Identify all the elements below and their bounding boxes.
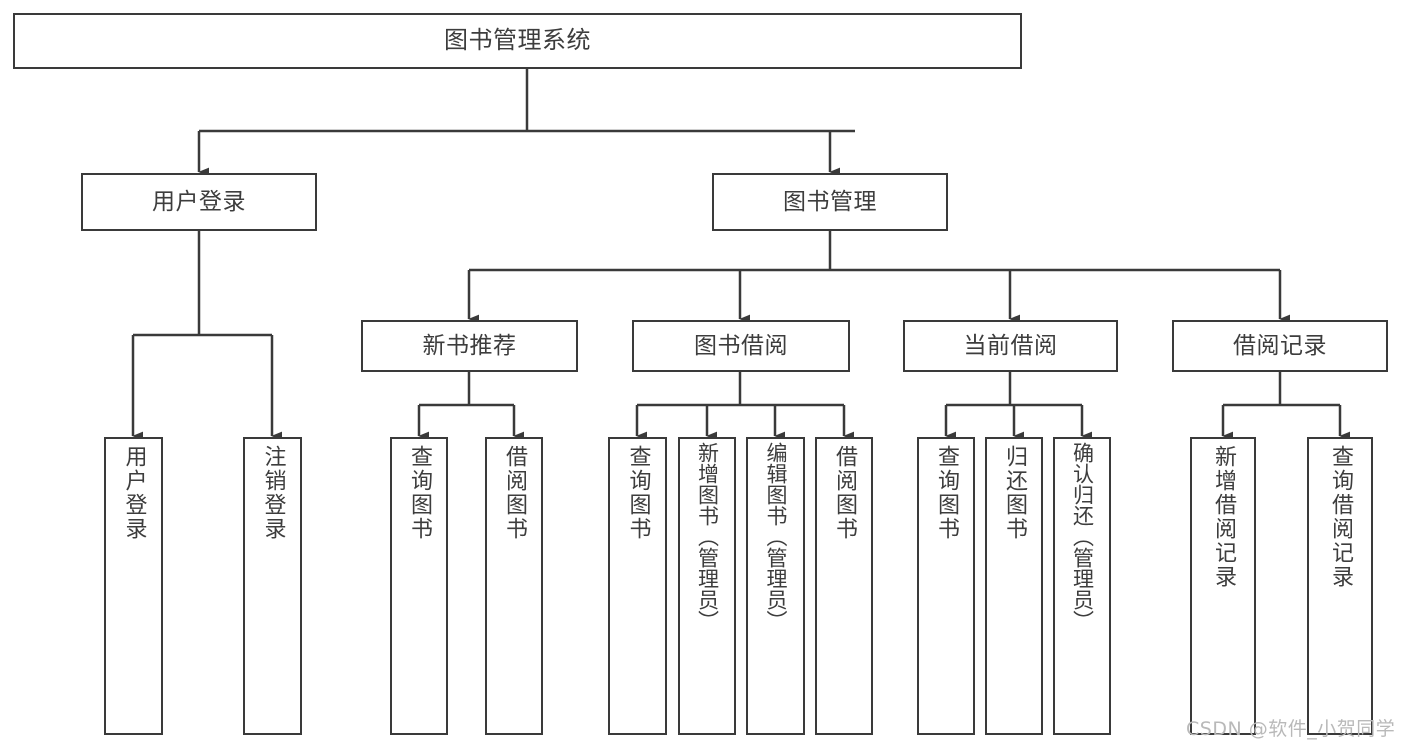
node-new-book-recommend[interactable]: 新书推荐 bbox=[361, 320, 578, 372]
node-label: 借阅图书 bbox=[502, 445, 527, 541]
node-label: 新书推荐 bbox=[422, 332, 517, 359]
node-current-borrow[interactable]: 当前借阅 bbox=[903, 320, 1118, 372]
node-label: 新增借阅记录 bbox=[1211, 445, 1236, 589]
node-book-borrow[interactable]: 图书借阅 bbox=[632, 320, 850, 372]
node-label: 借阅图书 bbox=[832, 445, 857, 541]
node-user-login[interactable]: 用户登录 bbox=[81, 173, 317, 231]
csdn-watermark: CSDN @软件_小贺同学 bbox=[1186, 718, 1396, 740]
node-label: 编辑图书（管理员） bbox=[764, 442, 788, 631]
node-book-management[interactable]: 图书管理 bbox=[712, 173, 948, 231]
node-label: 查询图书 bbox=[934, 445, 959, 541]
node-leaf-query-book-recommend[interactable]: 查询图书 bbox=[390, 437, 448, 735]
node-label: 确认归还（管理员） bbox=[1070, 442, 1095, 631]
node-label: 查询图书 bbox=[407, 445, 432, 541]
node-leaf-edit-book-admin[interactable]: 编辑图书（管理员） bbox=[746, 437, 805, 735]
node-label: 查询图书 bbox=[625, 445, 651, 541]
node-leaf-add-borrow-record[interactable]: 新增借阅记录 bbox=[1190, 437, 1256, 735]
node-leaf-logout[interactable]: 注销登录 bbox=[243, 437, 302, 735]
node-leaf-borrow-book[interactable]: 借阅图书 bbox=[815, 437, 873, 735]
node-label: 借阅记录 bbox=[1233, 332, 1327, 359]
node-label: 图书管理 bbox=[783, 188, 877, 215]
node-label: 归还图书 bbox=[1002, 445, 1027, 541]
node-label: 图书管理系统 bbox=[444, 26, 591, 55]
node-label: 当前借阅 bbox=[963, 332, 1058, 359]
node-leaf-borrow-book-recommend[interactable]: 借阅图书 bbox=[485, 437, 543, 735]
node-root-system[interactable]: 图书管理系统 bbox=[13, 13, 1022, 69]
node-leaf-return-book[interactable]: 归还图书 bbox=[985, 437, 1043, 735]
node-borrow-record[interactable]: 借阅记录 bbox=[1172, 320, 1388, 372]
node-label: 用户登录 bbox=[152, 188, 246, 215]
node-leaf-query-book-borrow[interactable]: 查询图书 bbox=[608, 437, 667, 735]
node-leaf-query-book-current[interactable]: 查询图书 bbox=[917, 437, 975, 735]
node-leaf-user-login[interactable]: 用户登录 bbox=[104, 437, 163, 735]
node-label: 新增图书（管理员） bbox=[695, 442, 720, 631]
node-leaf-confirm-return-admin[interactable]: 确认归还（管理员） bbox=[1053, 437, 1111, 735]
node-label: 图书借阅 bbox=[694, 332, 788, 359]
node-label: 用户登录 bbox=[121, 445, 147, 541]
node-leaf-add-book-admin[interactable]: 新增图书（管理员） bbox=[678, 437, 736, 735]
node-label: 注销登录 bbox=[260, 445, 286, 541]
node-leaf-query-borrow-record[interactable]: 查询借阅记录 bbox=[1307, 437, 1373, 735]
node-label: 查询借阅记录 bbox=[1328, 445, 1353, 589]
